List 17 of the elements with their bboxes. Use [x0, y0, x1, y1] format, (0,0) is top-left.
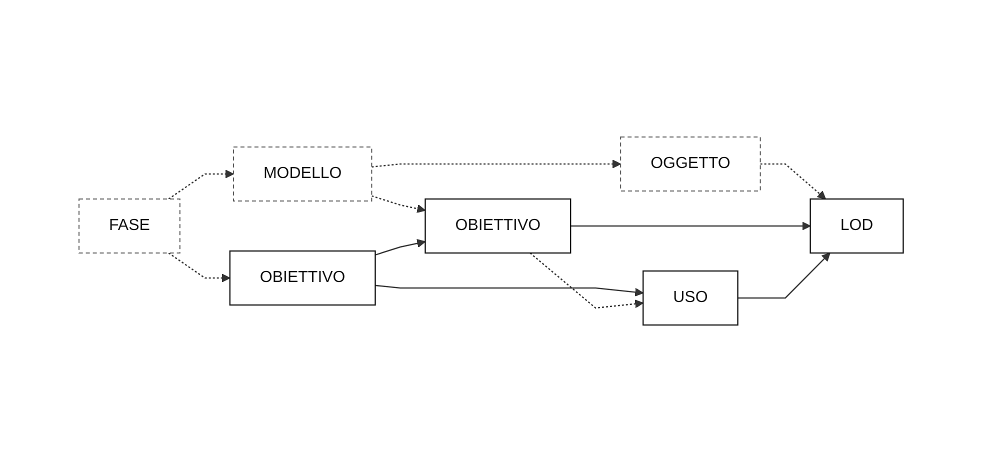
arrow [372, 159, 622, 168]
arrow [375, 238, 426, 256]
node-box: USO [642, 270, 739, 326]
arrow [372, 194, 426, 212]
node-box: FASE [78, 198, 181, 253]
arrow [168, 169, 234, 200]
arrow [570, 221, 812, 230]
node-box: MODELLO [233, 146, 373, 201]
arrow [376, 284, 644, 296]
node-box: OBIETTIVO [425, 198, 572, 254]
arrow [168, 252, 231, 282]
arrow [760, 162, 826, 199]
arrow [530, 252, 644, 308]
arrow [738, 252, 831, 298]
node-box: OGGETTO [620, 136, 762, 191]
node-box: OBIETTIVO [230, 250, 376, 306]
node-box: LOD [810, 198, 904, 254]
